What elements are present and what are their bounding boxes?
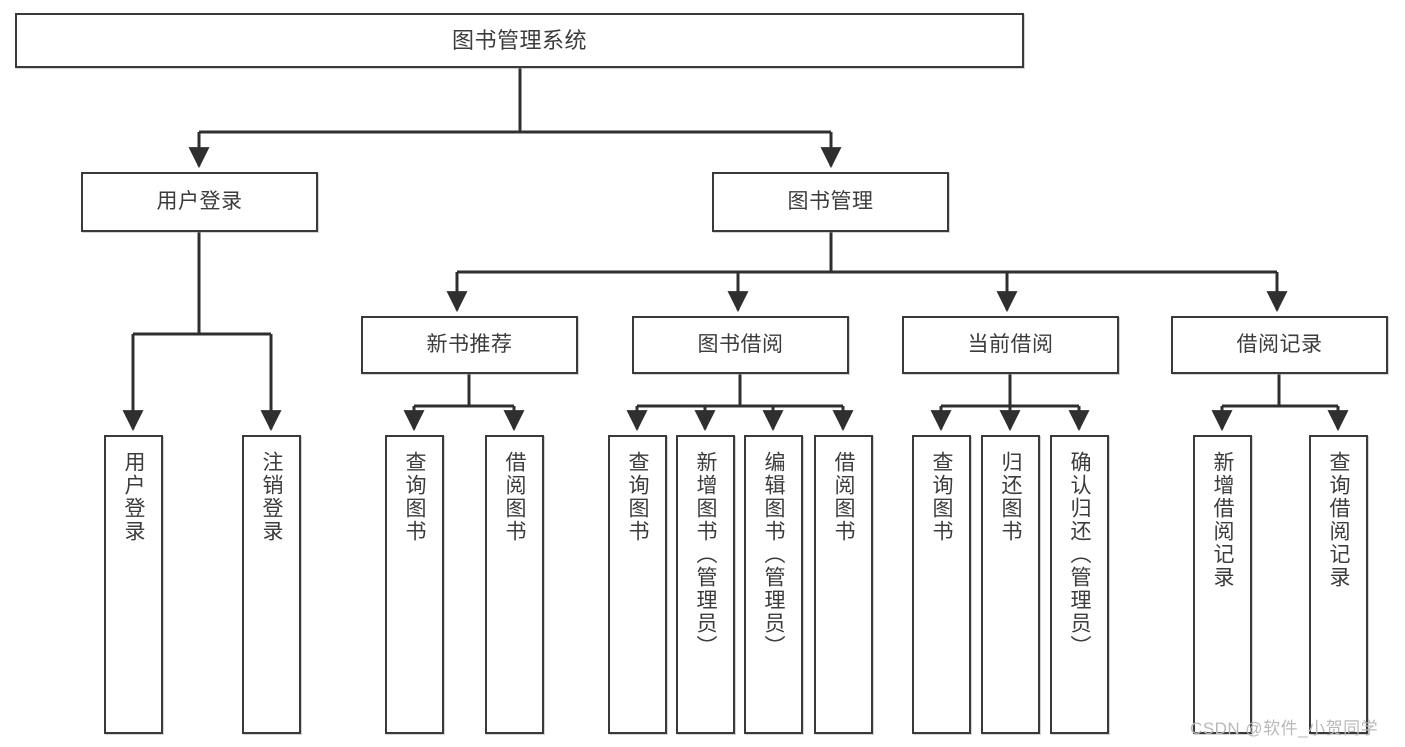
node-new-book-recommend[interactable]: 新书推荐	[361, 316, 578, 374]
node-label: 新书推荐	[426, 332, 513, 356]
node-label: 新增图书（管理员）	[694, 451, 717, 658]
node-label: 注销登录	[260, 451, 283, 543]
leaf-add-borrow-record[interactable]: 新增借阅记录	[1193, 435, 1252, 734]
node-borrow-records[interactable]: 借阅记录	[1171, 316, 1388, 374]
leaf-user-login[interactable]: 用户登录	[104, 435, 163, 734]
leaf-query-book-recommend[interactable]: 查询图书	[385, 435, 444, 734]
watermark: CSDN @软件_小贺同学	[1190, 719, 1379, 738]
node-current-borrow[interactable]: 当前借阅	[902, 316, 1119, 374]
node-user-login[interactable]: 用户登录	[81, 172, 318, 232]
node-label: 图书借阅	[697, 332, 784, 356]
node-label: 用户登录	[122, 451, 145, 543]
node-label: 图书管理	[787, 189, 874, 213]
node-label: 确认归还（管理员）	[1068, 451, 1091, 658]
node-label: 当前借阅	[967, 332, 1054, 356]
leaf-query-book-borrow[interactable]: 查询图书	[608, 435, 667, 734]
leaf-confirm-return-admin[interactable]: 确认归还（管理员）	[1050, 435, 1109, 734]
node-label: 查询图书	[403, 451, 426, 543]
node-root-system[interactable]: 图书管理系统	[15, 13, 1024, 68]
leaf-return-book[interactable]: 归还图书	[981, 435, 1040, 734]
node-label: 编辑图书（管理员）	[762, 451, 785, 658]
node-label: 借阅图书	[503, 451, 526, 543]
node-label: 查询图书	[930, 451, 953, 543]
leaf-add-book-admin[interactable]: 新增图书（管理员）	[676, 435, 735, 734]
leaf-borrow-book[interactable]: 借阅图书	[814, 435, 873, 734]
node-label: 用户登录	[156, 189, 243, 213]
node-label: 查询图书	[626, 451, 649, 543]
node-label: 归还图书	[999, 451, 1022, 543]
node-label: 查询借阅记录	[1327, 451, 1350, 589]
node-label: 图书管理系统	[451, 27, 587, 53]
leaf-borrow-book-recommend[interactable]: 借阅图书	[485, 435, 544, 734]
node-book-management[interactable]: 图书管理	[712, 172, 949, 232]
leaf-query-borrow-record[interactable]: 查询借阅记录	[1309, 435, 1368, 734]
node-label: 借阅图书	[832, 451, 855, 543]
node-book-borrow[interactable]: 图书借阅	[632, 316, 849, 374]
node-label: 新增借阅记录	[1211, 451, 1234, 589]
leaf-logout[interactable]: 注销登录	[242, 435, 301, 734]
leaf-edit-book-admin[interactable]: 编辑图书（管理员）	[744, 435, 803, 734]
leaf-query-book-current[interactable]: 查询图书	[912, 435, 971, 734]
node-label: 借阅记录	[1236, 332, 1323, 356]
